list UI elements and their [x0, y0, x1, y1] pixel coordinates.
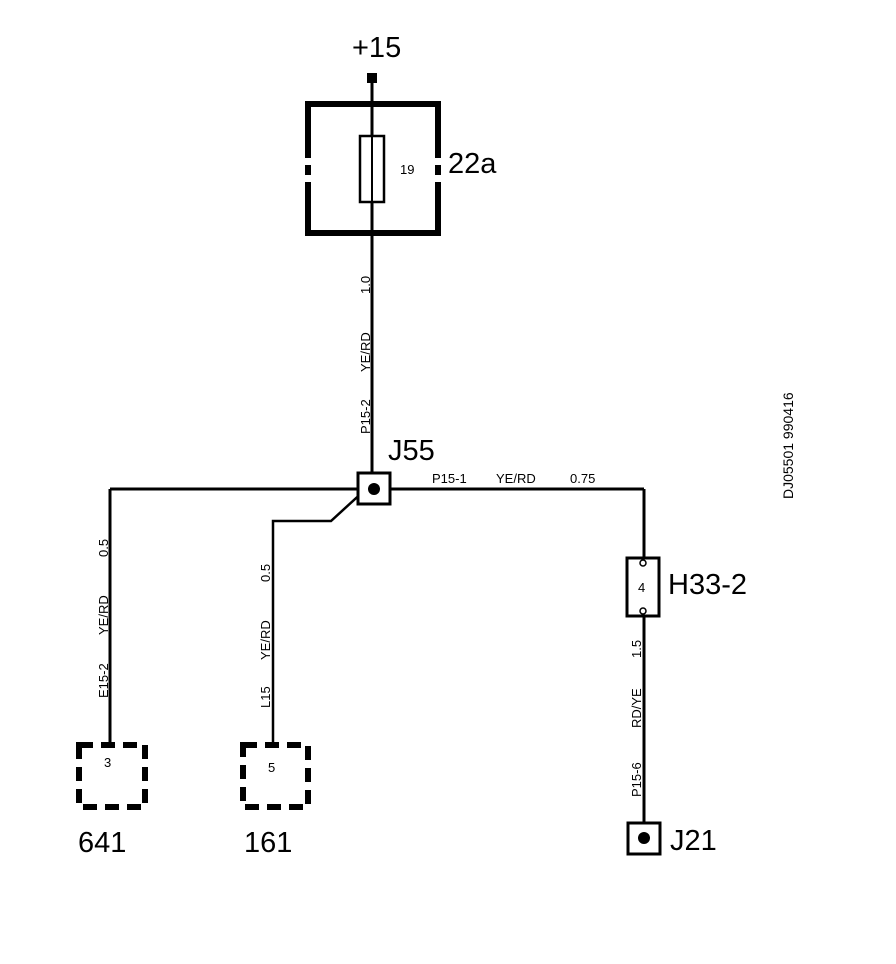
fuse-number: 19 — [400, 162, 414, 177]
connector-h33-pin-top — [639, 559, 647, 567]
wire-left-b-gauge: 0.5 — [258, 564, 273, 582]
wire-ground-gauge: 1.5 — [629, 640, 644, 658]
wire-left-a-gauge: 0.5 — [96, 539, 111, 557]
wire-ground-color: RD/YE — [629, 688, 644, 728]
fuse-box-label: 22a — [448, 148, 497, 180]
connector-h33-label: H33-2 — [668, 569, 747, 601]
wire-left-a-id: E15-2 — [96, 663, 111, 698]
wire-ground-id: P15-6 — [629, 762, 644, 797]
wire-right-id: P15-1 — [432, 471, 467, 486]
wire-top-id: P15-2 — [358, 399, 373, 434]
wire-right-color: YE/RD — [496, 471, 536, 486]
wire-left-b-id: L15 — [258, 686, 273, 708]
wire-top-gauge: 1.0 — [358, 276, 373, 294]
connector-161-pin: 5 — [268, 760, 275, 775]
wire-left-a-color: YE/RD — [96, 595, 111, 635]
ground-node — [638, 832, 650, 844]
wire-top-color: YE/RD — [358, 332, 373, 372]
connector-h33-pin: 4 — [638, 580, 645, 595]
supply-terminal — [367, 73, 377, 83]
wire-left-b — [271, 488, 367, 745]
drawing-reference: DJ05501 990416 — [780, 392, 796, 499]
splice-node — [368, 483, 380, 495]
splice-label: J55 — [388, 435, 435, 467]
connector-641-label: 641 — [78, 827, 126, 859]
wire-right-gauge: 0.75 — [570, 471, 595, 486]
supply-label: +15 — [352, 32, 401, 64]
connector-161 — [240, 742, 311, 810]
connector-h33-pin-bottom — [639, 607, 647, 615]
ground-label: J21 — [670, 825, 717, 857]
wire-left-b-color: YE/RD — [258, 620, 273, 660]
connector-641-pin: 3 — [104, 755, 111, 770]
connector-161-label: 161 — [244, 827, 292, 859]
connector-641 — [76, 742, 148, 810]
